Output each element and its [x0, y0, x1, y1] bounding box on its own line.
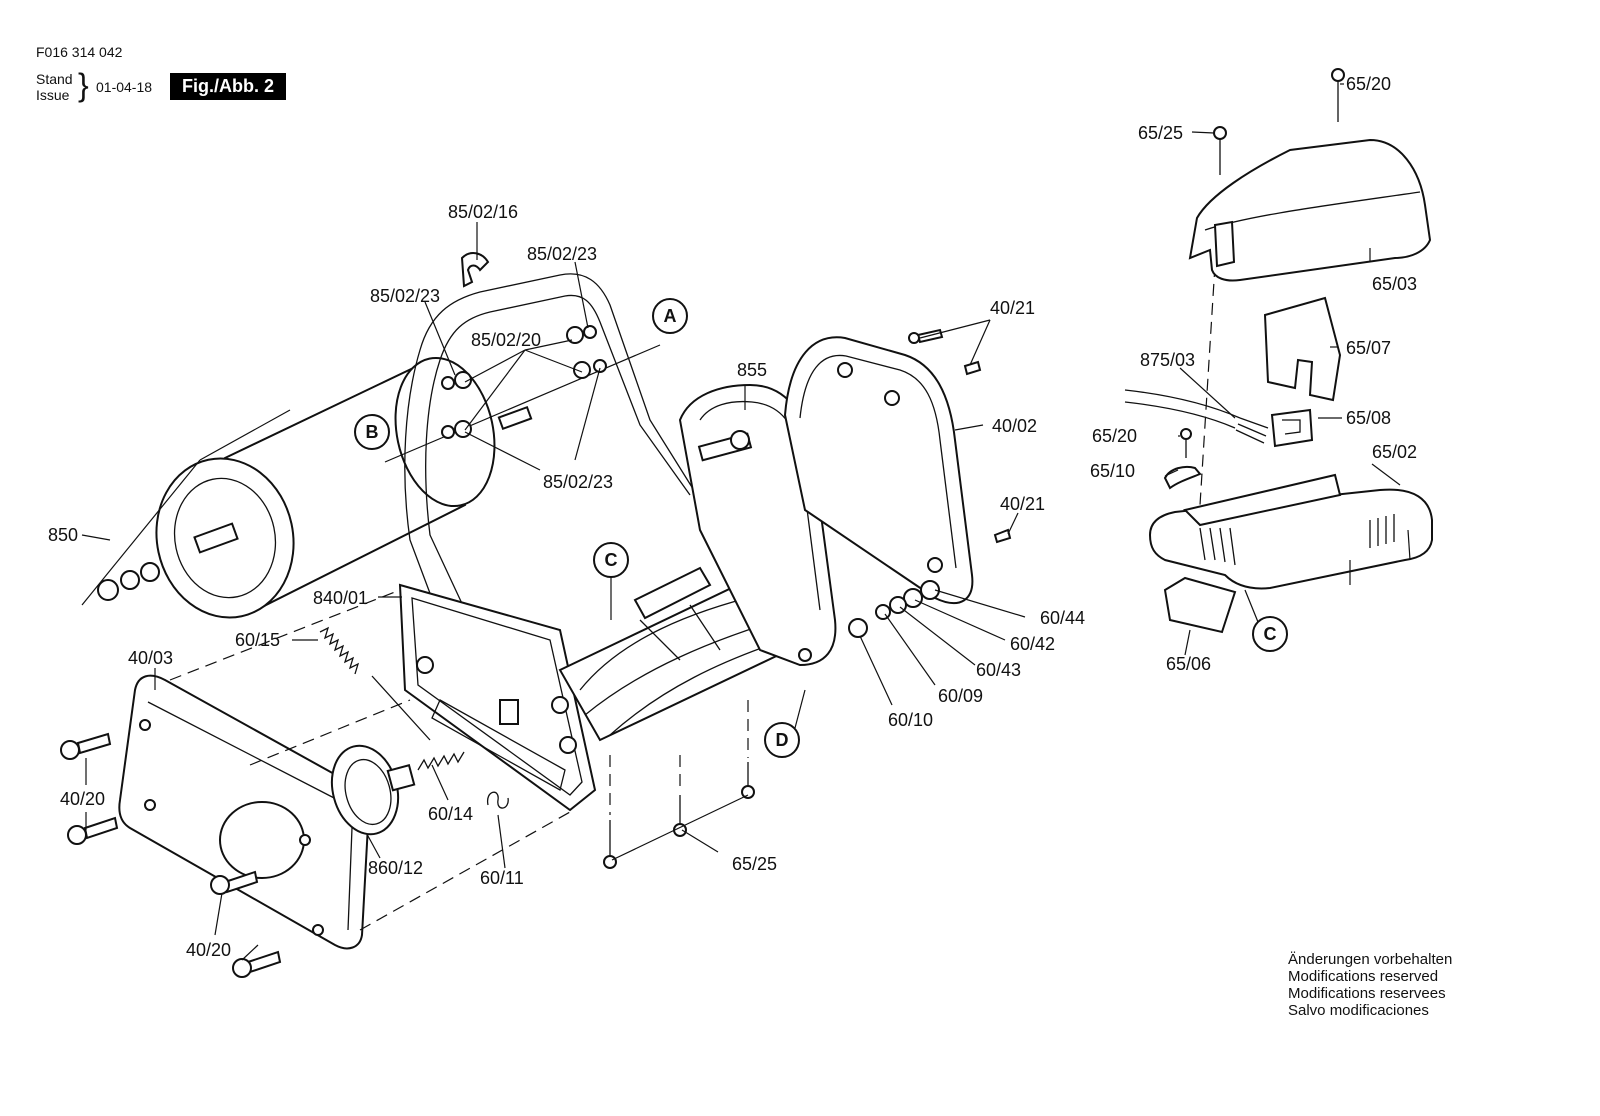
callout-c-right: C: [1244, 589, 1288, 652]
label-65-08: 65/08: [1346, 408, 1391, 428]
label-65-20-top: 65/20: [1346, 74, 1391, 94]
right-cover-plate: [783, 328, 1012, 604]
callout-c-right-letter: C: [1264, 624, 1277, 644]
pulley: [330, 744, 416, 836]
stand-label: Stand: [36, 71, 73, 87]
notice-line-fr: Modifications reservees: [1288, 985, 1446, 1002]
label-85-02-23-c: 85/02/23: [543, 472, 613, 492]
callout-c-center: C: [593, 542, 629, 620]
notice-line-en: Modifications reserved: [1288, 968, 1439, 985]
label-855: 855: [737, 360, 767, 380]
label-850: 850: [48, 525, 78, 545]
label-65-03: 65/03: [1372, 274, 1417, 294]
label-85-02-23-a: 85/02/23: [370, 286, 440, 306]
label-65-07: 65/07: [1346, 338, 1391, 358]
label-840-01: 840/01: [313, 588, 368, 608]
label-85-02-16: 85/02/16: [448, 202, 518, 222]
label-40-20-a: 40/20: [60, 789, 105, 809]
label-860-12: 860/12: [368, 858, 423, 878]
callout-d-letter: D: [776, 730, 789, 750]
label-65-25-top: 65/25: [1138, 123, 1183, 143]
document-number: F016 314 042: [36, 44, 123, 60]
label-65-06: 65/06: [1166, 654, 1211, 674]
label-60-09: 60/09: [938, 686, 983, 706]
callout-c-center-letter: C: [605, 550, 618, 570]
callout-a: A: [652, 298, 688, 334]
handle-bracket: [404, 252, 701, 621]
block-65-06: [1163, 576, 1237, 634]
switch-65-08: [1270, 408, 1314, 448]
roller-drum: [81, 344, 661, 619]
left-side-plate: [398, 583, 597, 812]
cable-875-03: [1124, 389, 1269, 444]
left-end-plate: [118, 674, 370, 950]
label-60-42: 60/42: [1010, 634, 1055, 654]
label-65-25-bottom: 65/25: [732, 854, 777, 874]
label-60-43: 60/43: [976, 660, 1021, 680]
switch-cover-65-03: [1188, 68, 1432, 282]
bolts-40-20: [60, 732, 282, 978]
figure-badge: Fig./Abb. 2: [170, 73, 286, 100]
issue-date: 01-04-18: [96, 79, 153, 95]
modifications-notice: Änderungen vorbehalten Modifications res…: [1288, 951, 1452, 1019]
label-875-03: 875/03: [1140, 350, 1195, 370]
leader-lines: [81, 83, 1411, 961]
label-60-10: 60/10: [888, 710, 933, 730]
callout-d: D: [764, 689, 806, 758]
label-40-21-bottom: 40/21: [1000, 494, 1045, 514]
label-60-11: 60/11: [480, 868, 524, 888]
callout-b-letter: B: [366, 422, 379, 442]
springs: [319, 626, 509, 809]
label-40-02: 40/02: [992, 416, 1037, 436]
clamp-65-10: [1163, 428, 1202, 490]
label-85-02-23-b: 85/02/23: [527, 244, 597, 264]
label-40-21-top: 40/21: [990, 298, 1035, 318]
label-65-20-mid: 65/20: [1092, 426, 1137, 446]
brace-glyph: }: [78, 67, 89, 103]
callout-a-letter: A: [664, 306, 677, 326]
callout-b: B: [354, 414, 390, 450]
label-40-20-b: 40/20: [186, 940, 231, 960]
switch-base-65-02: [1148, 473, 1433, 590]
label-40-03: 40/03: [128, 648, 173, 668]
label-60-44: 60/44: [1040, 608, 1085, 628]
notice-line-de: Änderungen vorbehalten: [1288, 951, 1453, 968]
label-65-10: 65/10: [1090, 461, 1135, 481]
screws-65-25: [603, 762, 755, 869]
part-number-labels: 85/02/16 85/02/23 85/02/23 85/02/20 85/0…: [48, 74, 1417, 960]
issue-label: Issue: [36, 87, 70, 103]
label-85-02-20: 85/02/20: [471, 330, 541, 350]
label-65-02: 65/02: [1372, 442, 1417, 462]
cover-insert-65-07: [1263, 296, 1342, 402]
washer-stack: [848, 580, 940, 638]
label-60-15: 60/15: [235, 630, 280, 650]
assembly-lines: [169, 264, 1216, 931]
notice-line-es: Salvo modificaciones: [1288, 1002, 1429, 1019]
label-60-14: 60/14: [428, 804, 473, 824]
